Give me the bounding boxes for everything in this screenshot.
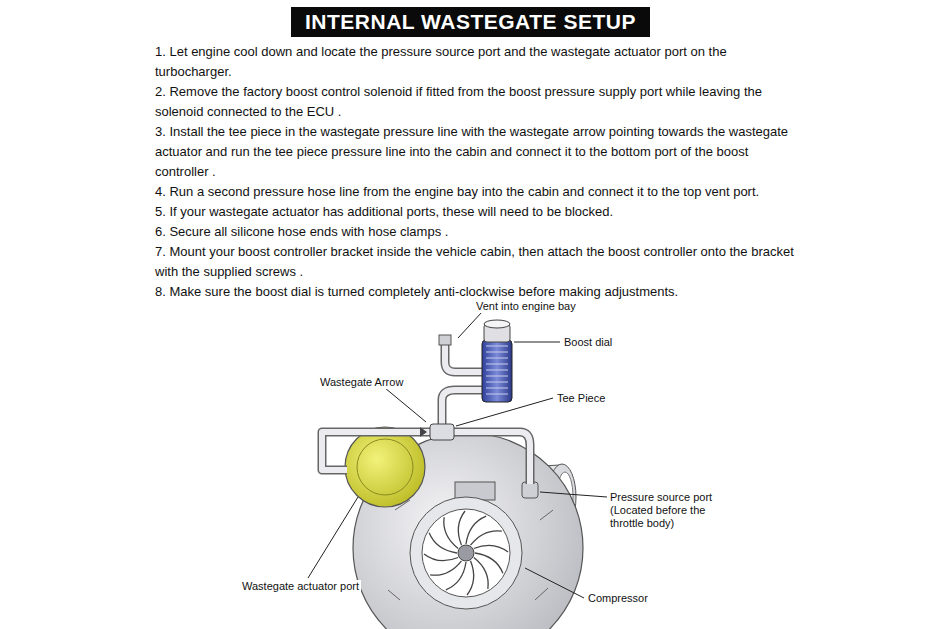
instruction-step: 8. Make sure the boost dial is turned co… bbox=[155, 282, 795, 302]
controller-fin bbox=[486, 370, 508, 371]
instruction-step: 6. Secure all silicone hose ends with ho… bbox=[155, 222, 795, 242]
callout-label: Wastegate actuator port bbox=[240, 580, 361, 593]
callout-label: Tee Piece bbox=[555, 392, 607, 405]
controller-fin bbox=[486, 376, 508, 377]
instruction-step: 7. Mount your boost controller bracket i… bbox=[155, 242, 795, 282]
callout-label: Boost dial bbox=[562, 336, 614, 349]
instruction-step: 3. Install the tee piece in the wastegat… bbox=[155, 122, 795, 182]
controller-fin bbox=[486, 394, 508, 395]
controller-fin bbox=[486, 388, 508, 389]
instruction-step: 4. Run a second pressure hose line from … bbox=[155, 182, 795, 202]
callout-label: Pressure source port (Located before the… bbox=[608, 491, 720, 530]
callout-label: Wastegate Arrow bbox=[318, 376, 405, 389]
controller-fin bbox=[486, 358, 508, 359]
controller-fin bbox=[486, 364, 508, 365]
controller-fin bbox=[486, 346, 508, 347]
compressor-blade bbox=[467, 561, 474, 595]
instruction-step: 1. Let engine cool down and locate the p… bbox=[155, 42, 795, 82]
compressor-blade bbox=[458, 511, 465, 545]
controller-fin bbox=[486, 352, 508, 353]
callout-label: Vent into engine bay bbox=[474, 300, 578, 313]
instruction-step: 2. Remove the factory boost control sole… bbox=[155, 82, 795, 122]
instruction-step: 5. If your wastegate actuator has additi… bbox=[155, 202, 795, 222]
compressor-blade bbox=[474, 545, 508, 552]
compressor-blade bbox=[424, 554, 458, 561]
title-banner: INTERNAL WASTEGATE SETUP bbox=[291, 7, 650, 37]
compressor-blade bbox=[471, 531, 502, 545]
controller-fin bbox=[486, 382, 508, 383]
compressor-blade bbox=[474, 558, 488, 589]
compressor-blade bbox=[430, 561, 461, 575]
compressor-blade bbox=[444, 517, 458, 548]
callout-label: Compressor bbox=[586, 592, 650, 605]
